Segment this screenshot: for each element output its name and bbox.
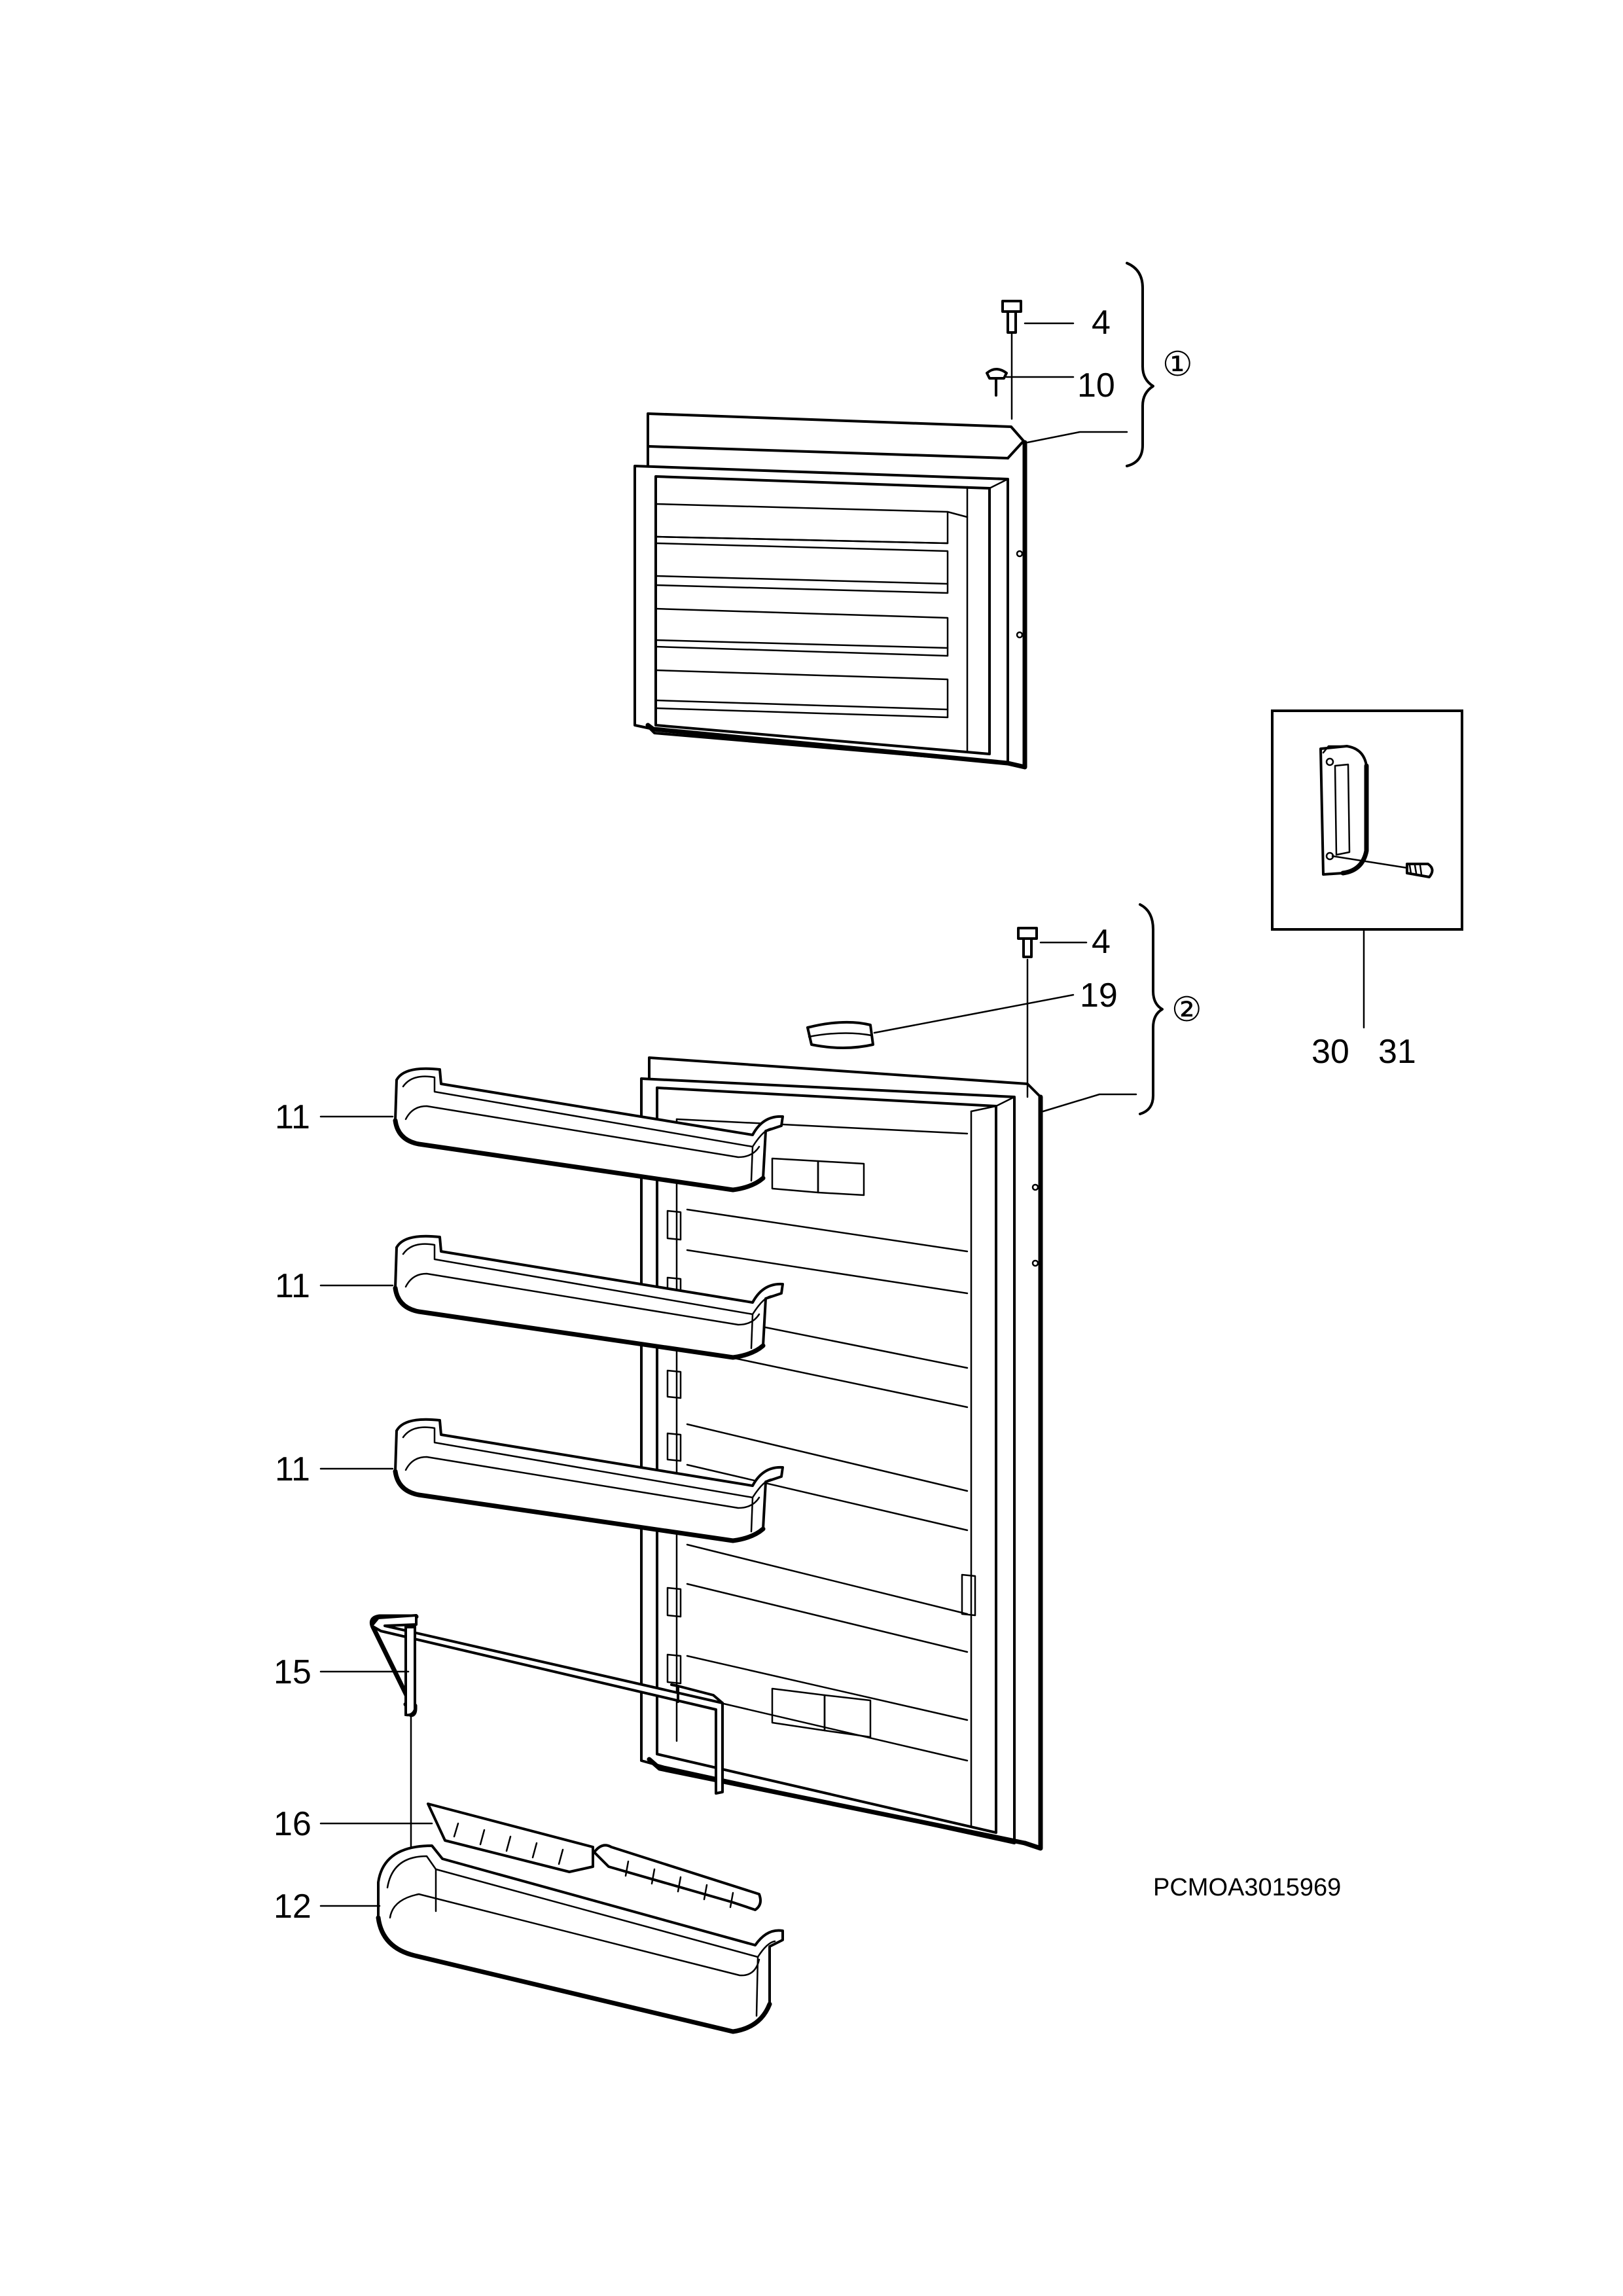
label-mid-screw: 4 bbox=[1092, 923, 1111, 961]
door-shelf-3 bbox=[393, 1418, 784, 1543]
label-divider: 16 bbox=[274, 1805, 312, 1843]
bottle-divider bbox=[427, 1803, 762, 1911]
label-shelf-3: 11 bbox=[275, 1450, 310, 1488]
door-shelf-2 bbox=[393, 1234, 784, 1360]
label-shelf-1: 11 bbox=[275, 1098, 310, 1136]
label-group-2: ② bbox=[1171, 991, 1202, 1029]
handle-inset-box bbox=[1271, 709, 1463, 931]
label-cap: 19 bbox=[1080, 977, 1118, 1014]
top-pin bbox=[986, 368, 1008, 397]
freezer-door bbox=[633, 412, 1027, 770]
top-screw bbox=[1001, 300, 1022, 334]
fridge-door bbox=[640, 1056, 1043, 1851]
label-handle-a: 30 bbox=[1311, 1033, 1349, 1071]
bottle-shelf bbox=[376, 1844, 784, 2034]
label-top-screw: 4 bbox=[1092, 304, 1111, 342]
group-2-brace bbox=[1139, 903, 1164, 1115]
group-1-brace bbox=[1126, 262, 1154, 467]
bottle-retainer-bar bbox=[369, 1614, 724, 1795]
label-retainer: 15 bbox=[274, 1653, 312, 1691]
label-top-pin: 10 bbox=[1077, 367, 1115, 404]
door-shelf-1 bbox=[393, 1067, 784, 1193]
label-shelf-2: 11 bbox=[275, 1267, 310, 1305]
drawing-code: PCMOA3015969 bbox=[1153, 1874, 1341, 1901]
cap-part bbox=[806, 1020, 874, 1049]
label-group-1: ① bbox=[1162, 346, 1193, 384]
label-bottle-shelf: 12 bbox=[274, 1888, 312, 1926]
mid-screw bbox=[1017, 927, 1038, 958]
label-handle-b: 31 bbox=[1378, 1033, 1416, 1071]
